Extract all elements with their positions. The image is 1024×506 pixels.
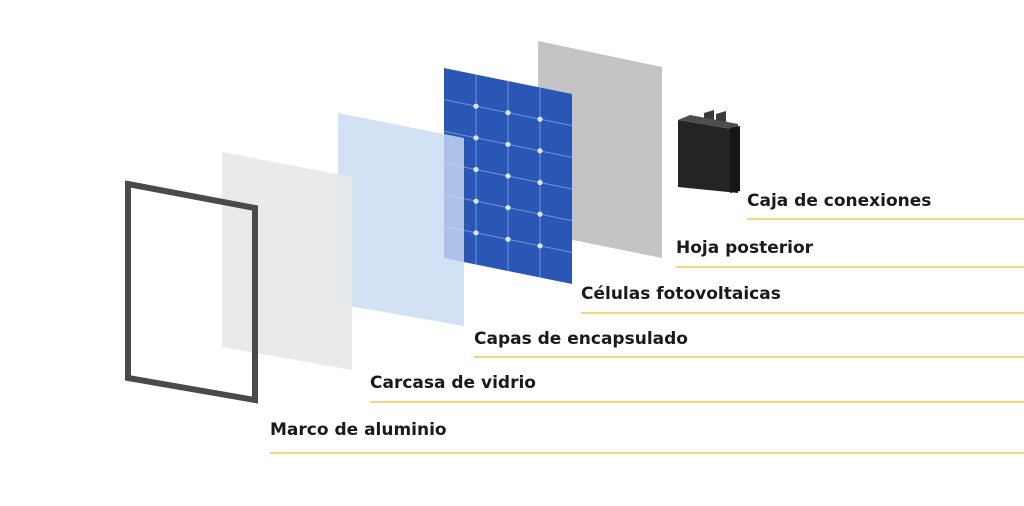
label-junction-box: Caja de conexiones [747, 191, 932, 211]
cell-junction-dot [537, 148, 543, 154]
label-glass: Carcasa de vidrio [370, 373, 536, 393]
label-pv-cells: Células fotovoltaicas [581, 284, 781, 304]
cell-junction-dot [473, 103, 479, 109]
aluminium-frame-layer [125, 180, 258, 404]
cell-junction-dot [505, 205, 511, 211]
rule-aluminium-frame [270, 452, 1024, 454]
cell-junction-dot [537, 116, 543, 122]
cell-junction-dot [537, 179, 543, 186]
rule-encapsulant [474, 356, 1024, 358]
cell-junction-dot [537, 243, 543, 249]
cell-junction-dot [505, 173, 511, 179]
encapsulant-layer [338, 113, 464, 326]
cell-junction-dot [505, 141, 511, 147]
rule-junction-box [747, 218, 1024, 220]
glass-layer [222, 152, 352, 370]
cell-junction-dot [473, 230, 479, 236]
rule-glass [370, 401, 1024, 403]
cell-junction-dot [505, 110, 511, 116]
cell-junction-dot [505, 236, 511, 242]
rule-pv-cells [581, 312, 1024, 314]
label-backsheet: Hoja posterior [676, 238, 814, 258]
junction-box-shape [678, 110, 740, 193]
cell-junction-dot [537, 211, 543, 217]
cell-junction-dot [473, 166, 479, 173]
label-aluminium-frame: Marco de aluminio [270, 420, 447, 440]
label-encapsulant: Capas de encapsulado [474, 329, 688, 349]
cell-junction-dot [473, 135, 479, 141]
pv-cells-layer [443, 68, 573, 284]
rule-backsheet [676, 266, 1024, 268]
cell-junction-dot [473, 198, 479, 204]
